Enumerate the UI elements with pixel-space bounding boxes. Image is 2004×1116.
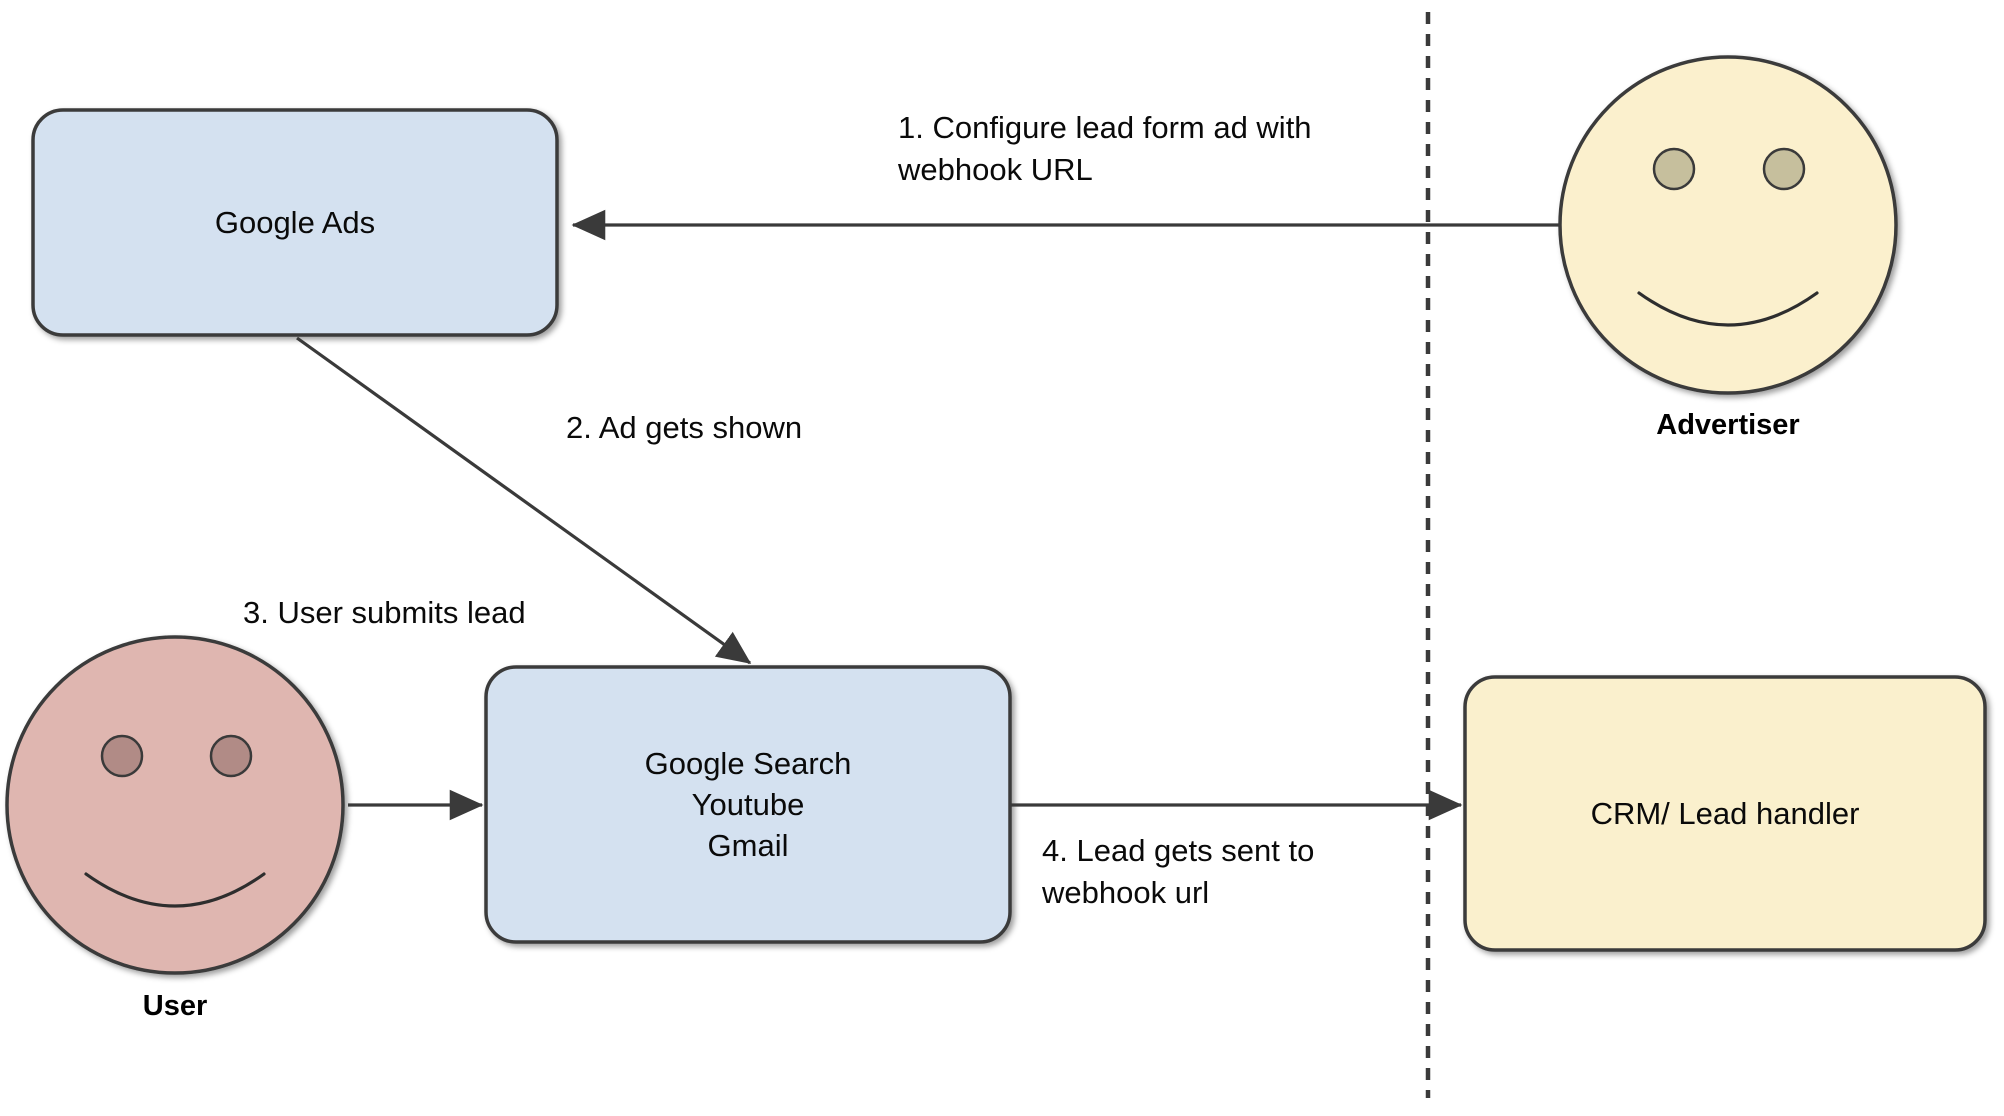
node-google-ads[interactable]	[31, 108, 559, 337]
user-caption: User	[142, 990, 208, 1022]
advertiser-caption: Advertiser	[1656, 409, 1800, 441]
user-right-eye-icon	[209, 734, 253, 778]
advertiser-smile-icon	[1637, 291, 1819, 327]
node-crm-lead-handler[interactable]	[1463, 675, 1987, 952]
advertiser-right-eye-icon	[1762, 147, 1806, 191]
edge-step-4-label: 4. Lead gets sent to webhook url	[1042, 833, 1315, 910]
edge-step-1-label: 1. Configure lead form ad with webhook U…	[898, 110, 1312, 187]
user-face-circle	[5, 635, 345, 975]
user-smile-icon	[84, 872, 266, 908]
edge-step-3-label: 3. User submits lead	[243, 595, 526, 630]
edge-step-2-label: 2. Ad gets shown	[566, 410, 803, 445]
node-google-properties[interactable]	[484, 665, 1012, 944]
node-user[interactable]	[5, 635, 345, 975]
advertiser-face-circle	[1558, 55, 1898, 395]
node-advertiser[interactable]	[1558, 55, 1898, 395]
advertiser-left-eye-icon	[1652, 147, 1696, 191]
edge-step-2-arrow[interactable]	[296, 336, 752, 665]
user-left-eye-icon	[100, 734, 144, 778]
